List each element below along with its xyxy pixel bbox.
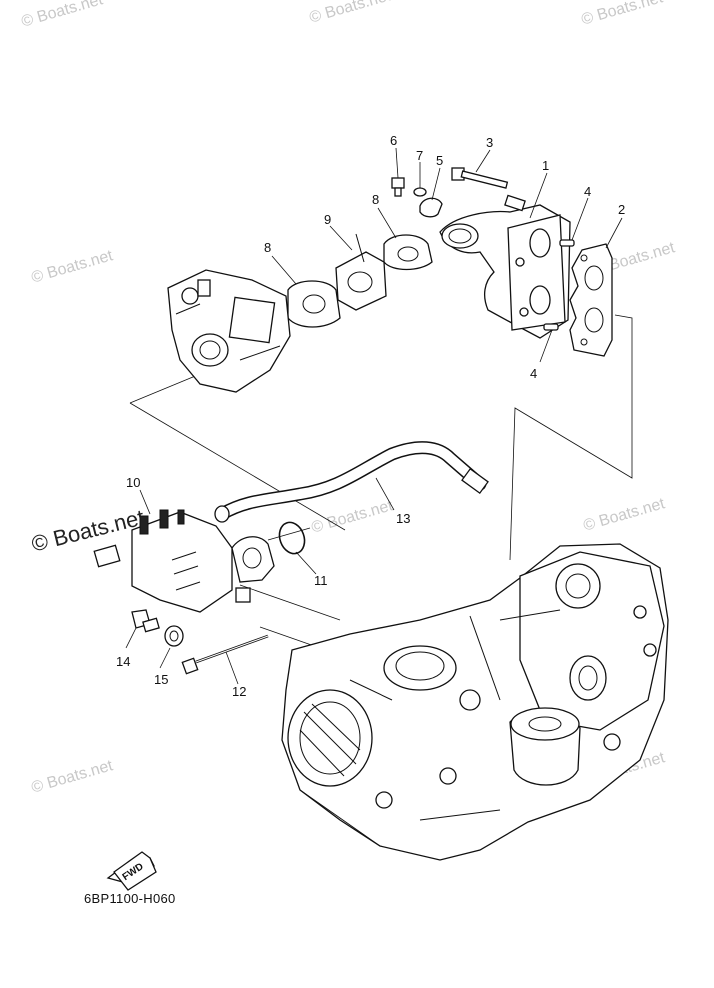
callout-4-lower: 4 [530, 366, 537, 381]
breather-hose [214, 441, 489, 523]
callouts: 1 2 3 4 4 5 6 7 8 8 9 10 11 [116, 133, 625, 699]
callout-10: 10 [126, 475, 140, 490]
engine-block [281, 543, 669, 861]
callout-8-upper: 8 [372, 192, 379, 207]
callout-14: 14 [116, 654, 130, 669]
intake-manifold [439, 194, 571, 339]
callout-9: 9 [324, 212, 331, 227]
callout-5: 5 [436, 153, 443, 168]
grommet [164, 625, 184, 647]
washer [413, 187, 427, 197]
hose-clip [419, 197, 443, 218]
fwd-arrow-icon: FWD [106, 851, 157, 891]
callout-6: 6 [390, 133, 397, 148]
diagram-code: 6BP1100-H060 [84, 891, 176, 906]
callout-7: 7 [416, 148, 423, 163]
carburetor-gasket [287, 280, 341, 328]
callout-12: 12 [232, 684, 246, 699]
carburetor-gasket [383, 234, 433, 271]
manifold-bolt [451, 167, 509, 189]
callout-13: 13 [396, 511, 410, 526]
callout-3: 3 [486, 135, 493, 150]
long-bolt [181, 634, 269, 675]
callout-1: 1 [542, 158, 549, 173]
callout-2: 2 [618, 202, 625, 217]
assembly-guide-lines [129, 314, 633, 649]
mounting-bolt [131, 609, 160, 633]
small-bolt [391, 177, 405, 197]
callout-15: 15 [154, 672, 168, 687]
o-ring [278, 521, 306, 555]
carburetor [167, 269, 291, 393]
callout-8-lower: 8 [264, 240, 271, 255]
callout-4-upper: 4 [584, 184, 591, 199]
callout-11: 11 [314, 573, 328, 588]
dowel-pin [543, 239, 575, 331]
carburetor-joint [335, 233, 387, 311]
manifold-gasket [569, 243, 613, 357]
intake-silencer [93, 509, 275, 613]
